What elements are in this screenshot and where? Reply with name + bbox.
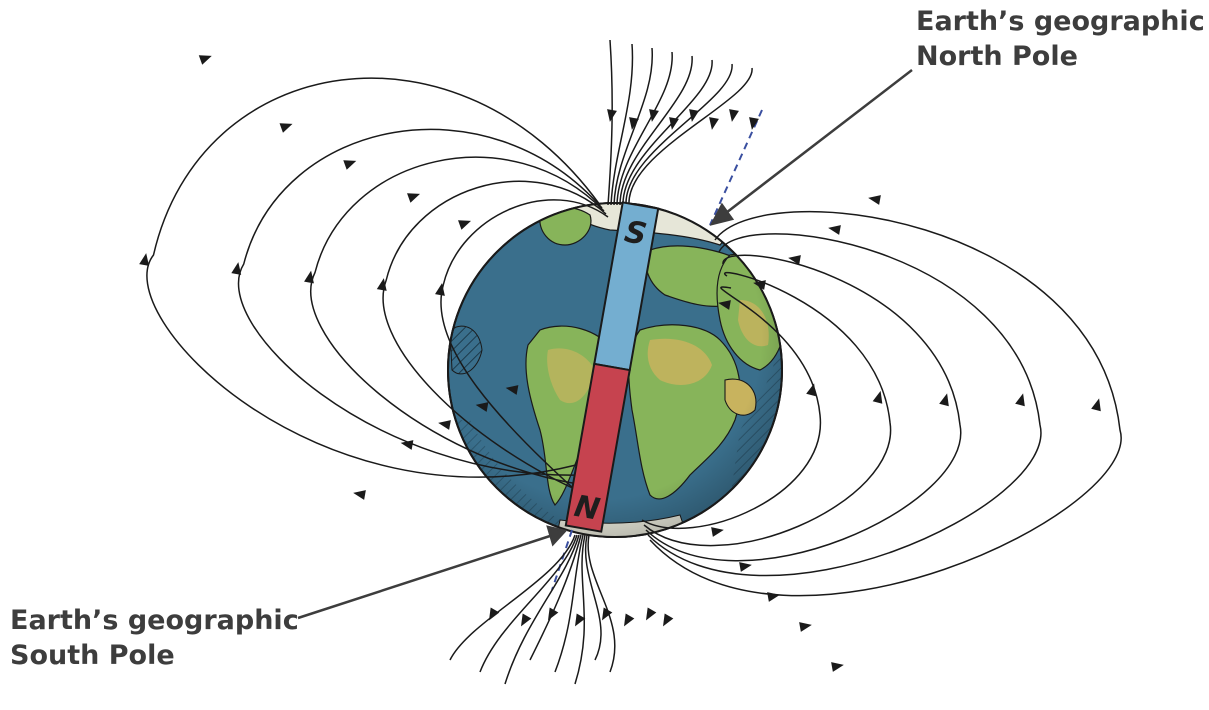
field-line-bottom-4 [529,534,582,661]
field-line-bottom-7 [584,534,602,661]
field-line-right-4 [643,271,892,547]
south-pole-label-line-1: Earth’s geographic [10,605,299,636]
field-arrow-left-bottom-5 [505,385,519,395]
field-line-bottom-2 [479,534,578,673]
field-arrow-top-4 [669,117,679,130]
field-line-bottom-3 [504,534,580,685]
field-arrow-left-mid-1 [139,253,150,266]
field-arrow-right-mid-2 [1015,393,1025,407]
field-arrow-right-mid-5 [806,383,816,397]
field-line-bottom-8 [587,534,616,673]
field-line-right-1 [649,210,1122,597]
field-arrow-right-top-1 [868,195,881,205]
geographic-axis [551,109,763,591]
field-arrow-right-mid-3 [939,393,949,407]
field-line-bottom-6 [574,534,586,685]
field-arrow-top-6 [709,117,719,130]
field-arrow-left-top-2 [279,123,293,133]
field-line-left-2 [237,128,603,476]
north-pole-arrowhead [709,202,735,226]
field-arrow-right-top-5 [718,300,731,310]
field-arrow-left-top-5 [458,220,472,230]
field-line-top-3 [613,47,653,206]
magnetic-field-lines [139,39,1122,685]
field-arrow-left-bottom-2 [400,440,414,450]
earth-globe [447,202,783,538]
field-arrow-left-mid-3 [304,270,314,284]
field-arrow-right-mid-1 [1091,398,1101,412]
field-arrow-left-mid-5 [435,283,445,296]
field-arrow-left-top-4 [407,193,421,203]
field-arrow-top-1 [607,109,617,122]
field-arrow-left-bottom-1 [353,490,366,500]
field-arrow-top-8 [749,117,759,130]
field-line-right-2 [647,233,1042,577]
field-arrow-right-bottom-5 [711,527,724,537]
field-arrow-bottom-8 [663,613,674,627]
field-arrow-bottom-6 [624,613,635,627]
field-line-top-2 [610,43,634,206]
field-arrow-bottom-4 [575,613,586,627]
south-pole-label-line-2: South Pole [10,640,175,671]
north-pole-label: Earth’s geographic North Pole [916,4,1205,74]
field-arrow-bottom-2 [521,613,532,627]
field-arrow-right-mid-4 [872,390,883,404]
field-line-top-7 [625,63,733,206]
field-arrow-left-bottom-4 [475,402,489,412]
field-arrow-right-top-4 [753,280,766,290]
field-arrow-bottom-1 [489,607,500,621]
field-line-left-4 [382,180,607,496]
field-arrow-top-7 [729,109,739,122]
south-pole-label: Earth’s geographic South Pole [10,603,299,673]
field-line-left-5 [440,199,609,506]
field-arrow-right-bottom-4 [739,562,752,572]
field-line-bottom-5 [554,534,584,673]
north-pole-label-line-1: Earth’s geographic [916,6,1205,37]
field-line-left-1 [146,77,601,478]
field-arrow-left-top-3 [343,160,357,170]
south-pole-arrowhead [546,525,568,547]
field-arrow-right-bottom-2 [799,622,812,632]
field-arrow-right-bottom-3 [767,592,780,602]
field-arrow-left-mid-2 [231,262,242,275]
field-line-right-3 [645,254,962,562]
south-pole-pointer [297,533,554,620]
field-line-right-5 [641,286,821,530]
field-arrow-left-top-1 [198,55,212,65]
field-arrow-right-bottom-1 [831,662,844,672]
field-line-bottom-1 [449,534,576,661]
north-pole-pointer [721,69,913,217]
bar-magnet: S N [564,201,660,533]
field-arrow-right-top-2 [828,225,841,235]
field-line-top-1 [607,39,613,206]
field-arrow-right-top-3 [788,255,801,265]
north-pole-label-line-2: North Pole [916,41,1078,72]
magnet-north-pole-label: N [572,489,603,528]
field-line-top-5 [619,55,693,206]
field-line-top-8 [628,67,753,206]
field-line-top-6 [622,59,713,206]
field-line-top-4 [616,51,673,206]
field-arrow-bottom-7 [646,607,657,621]
field-arrow-left-mid-4 [376,278,387,291]
field-arrow-left-bottom-3 [438,420,451,430]
field-line-left-3 [310,156,605,486]
field-arrow-bottom-5 [602,607,613,621]
magnet-north-half [564,362,631,533]
label-pointers [297,69,913,620]
field-arrow-top-3 [649,109,659,122]
